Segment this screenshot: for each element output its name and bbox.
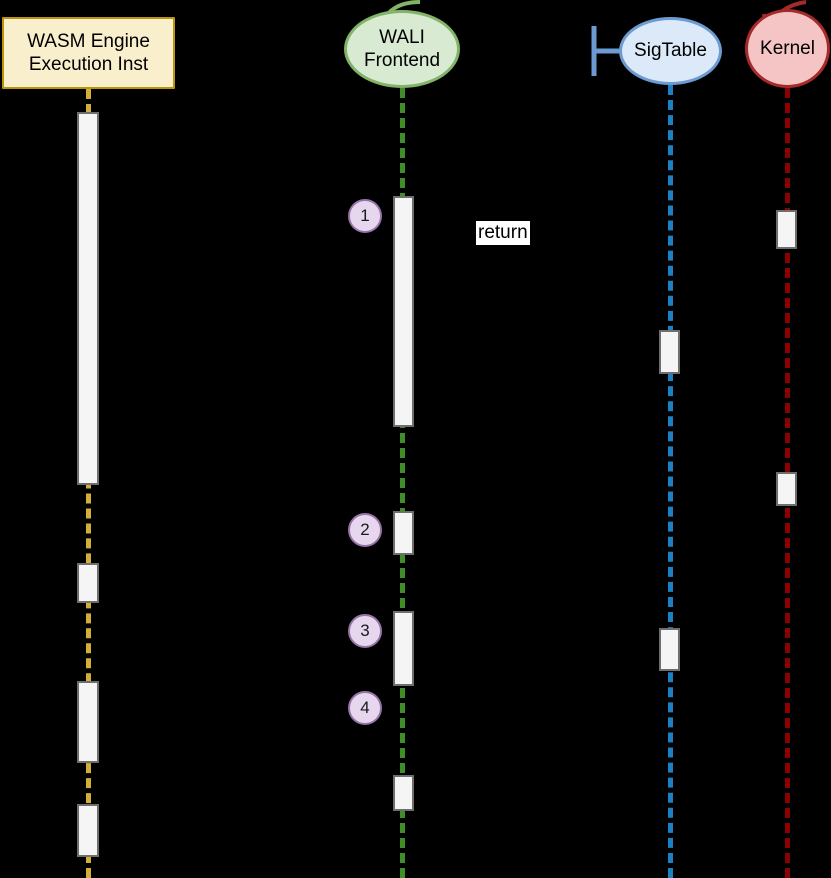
participant-head-kernel[interactable]: Kernel — [745, 9, 830, 88]
participant-head-wasm-engine[interactable]: WASM Engine Execution Inst — [2, 17, 175, 89]
activation-bar — [393, 511, 414, 555]
activation-bar — [77, 804, 99, 857]
step-badge[interactable]: 3 — [348, 614, 382, 648]
activation-bar — [776, 210, 797, 249]
step-badge-number: 1 — [360, 206, 370, 225]
participant-label-kernel: Kernel — [760, 37, 815, 59]
activation-bar — [77, 681, 99, 763]
step-badge-number: 2 — [360, 520, 370, 539]
activation-bar — [393, 611, 414, 686]
participant-label-sigtable: SigTable — [634, 40, 707, 62]
lifeline-sigtable — [668, 85, 673, 878]
participant-head-wali-frontend[interactable]: WALI Frontend — [344, 10, 460, 88]
participant-label-wasm-engine-line1: WASM Engine — [27, 30, 150, 52]
activation-bar — [659, 628, 680, 671]
activation-bar — [393, 196, 414, 427]
activation-bar — [659, 330, 680, 374]
participant-head-sigtable[interactable]: SigTable — [619, 17, 722, 85]
participant-label-wali-frontend-line1: WALI — [379, 26, 425, 48]
message-label-return: return — [476, 221, 530, 245]
activation-bar — [77, 112, 99, 485]
lifeline-wali-frontend — [400, 88, 405, 878]
activation-bar — [776, 472, 797, 506]
step-badge[interactable]: 1 — [348, 199, 382, 233]
step-badge-number: 3 — [360, 621, 370, 640]
activation-bar — [393, 775, 414, 811]
step-badge-number: 4 — [360, 698, 370, 717]
participant-label-wali-frontend-line2: Frontend — [363, 50, 441, 71]
step-badge[interactable]: 4 — [348, 691, 382, 725]
activation-bar — [77, 563, 99, 603]
participant-label-wasm-engine-line2: Execution Inst — [28, 54, 149, 75]
step-badge[interactable]: 2 — [348, 513, 382, 547]
